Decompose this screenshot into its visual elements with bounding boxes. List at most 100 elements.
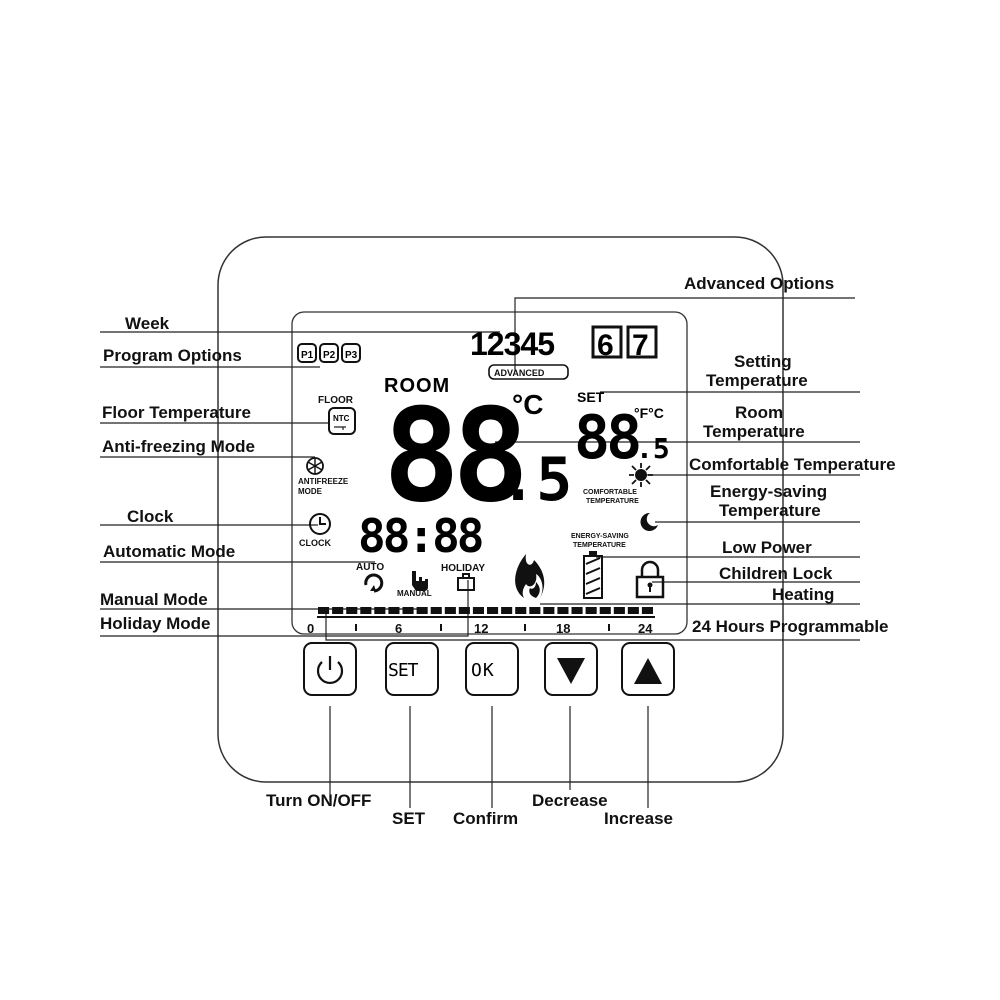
hour-segment — [318, 607, 330, 614]
hour-tick-24: 24 — [638, 621, 653, 636]
label-24-hours-programmable: 24 Hours Programmable — [692, 617, 889, 636]
hour-segment — [515, 607, 527, 614]
clock-value: 88:88 — [358, 509, 482, 563]
power-button[interactable] — [303, 642, 357, 696]
label-setting-temperature-line1: Setting — [734, 352, 792, 371]
advanced-text: ADVANCED — [494, 368, 545, 378]
program-2: P2 — [323, 350, 336, 361]
suitcase-icon — [457, 573, 475, 591]
hour-segment — [557, 607, 569, 614]
ntc-probe-icon — [334, 426, 346, 430]
hour-segment — [458, 607, 470, 614]
label-floor-temperature: Floor Temperature — [102, 403, 251, 422]
hour-ticks: 0 6 12 18 24 — [307, 621, 653, 636]
label-confirm: Confirm — [453, 809, 518, 828]
set-text: SET — [577, 389, 605, 405]
hour-segment — [360, 607, 372, 614]
label-turn-on-off: Turn ON/OFF — [266, 791, 371, 810]
hour-tick-12: 12 — [474, 621, 488, 636]
energy-text-1: ENERGY-SAVING — [571, 533, 629, 540]
label-children-lock: Children Lock — [719, 564, 833, 583]
week-day-6: 6 — [597, 329, 614, 362]
hour-segment — [599, 607, 611, 614]
celsius-unit: °C — [512, 389, 543, 420]
hour-segment — [472, 607, 484, 614]
label-advanced-options: Advanced Options — [684, 274, 834, 293]
floor-text: FLOOR — [318, 395, 354, 406]
hour-segment — [543, 607, 555, 614]
set-button[interactable]: SET — [385, 642, 439, 696]
comfortable-text-1: COMFORTABLE — [583, 489, 637, 496]
sun-icon — [629, 463, 653, 487]
label-setting-temperature-line2: Temperature — [706, 371, 808, 390]
device-outline — [217, 236, 784, 783]
power-icon — [316, 656, 344, 684]
label-set: SET — [392, 809, 426, 828]
label-room-temperature-line2: Temperature — [703, 422, 805, 441]
label-automatic-mode: Automatic Mode — [103, 542, 235, 561]
set-temperature-decimal: .5 — [636, 432, 670, 465]
hour-segment — [444, 607, 456, 614]
hand-icon — [412, 571, 428, 591]
label-energy-saving-line1: Energy-saving — [710, 482, 827, 501]
flame-icon — [515, 554, 545, 598]
label-manual-mode: Manual Mode — [100, 590, 208, 609]
advanced-badge — [488, 364, 569, 380]
clock-text: CLOCK — [299, 538, 331, 548]
ntc-icon — [328, 407, 356, 435]
hour-tick-18: 18 — [556, 621, 570, 636]
triangle-up-icon — [634, 658, 662, 684]
auto-text: AUTO — [356, 562, 384, 573]
callout-lines — [100, 297, 860, 808]
label-clock: Clock — [127, 507, 174, 526]
week-day-7: 7 — [632, 329, 649, 362]
label-comfortable-temperature: Comfortable Temperature — [689, 455, 896, 474]
increase-button[interactable] — [621, 642, 675, 696]
program-3: P3 — [345, 350, 358, 361]
fahrenheit-celsius-unit: °F°C — [634, 405, 664, 421]
room-temperature-value: 88 — [383, 382, 521, 531]
triangle-down-icon — [557, 658, 585, 684]
hour-segment — [402, 607, 414, 614]
hour-segment — [346, 607, 358, 614]
hour-segment — [571, 607, 583, 614]
label-week: Week — [125, 314, 170, 333]
label-room-temperature-line1: Room — [735, 403, 783, 422]
week-day-6-box — [591, 325, 623, 359]
antifreeze-text-1: ANTIFREEZE — [298, 477, 349, 486]
room-text: ROOM — [384, 375, 450, 397]
hour-tick-6: 6 — [395, 621, 402, 636]
label-anti-freezing-mode: Anti-freezing Mode — [102, 437, 255, 456]
label-energy-saving-line2: Temperature — [719, 501, 821, 520]
hour-program-bar — [317, 607, 655, 618]
label-increase: Increase — [604, 809, 673, 828]
label-holiday-mode: Holiday Mode — [100, 614, 211, 633]
label-low-power: Low Power — [722, 538, 812, 557]
clock-icon — [309, 513, 331, 535]
ok-button[interactable]: OK — [465, 642, 519, 696]
hour-segment — [416, 607, 428, 614]
hour-segment — [430, 607, 442, 614]
week-days: 12345 — [470, 326, 554, 362]
hour-tick-0: 0 — [307, 621, 314, 636]
label-decrease: Decrease — [532, 791, 608, 810]
snowflake-icon — [306, 457, 324, 475]
moon-icon — [640, 512, 658, 531]
lock-icon — [635, 560, 665, 599]
manual-text: MANUAL — [397, 589, 432, 598]
hour-segment — [529, 607, 541, 614]
ok-button-label: OK — [471, 660, 495, 681]
energy-text-2: TEMPERATURE — [573, 542, 626, 549]
battery-icon — [583, 551, 603, 599]
program-indicators: P1 P2 P3 — [297, 343, 361, 363]
auto-cycle-icon — [364, 573, 384, 593]
hour-bar-baseline — [317, 616, 655, 618]
ntc-text: NTC — [333, 414, 350, 423]
decrease-button[interactable] — [544, 642, 598, 696]
hour-segment — [585, 607, 597, 614]
holiday-text: HOLIDAY — [441, 563, 485, 574]
hour-segment — [641, 607, 653, 614]
hour-segment — [374, 607, 386, 614]
hour-segment — [332, 607, 344, 614]
